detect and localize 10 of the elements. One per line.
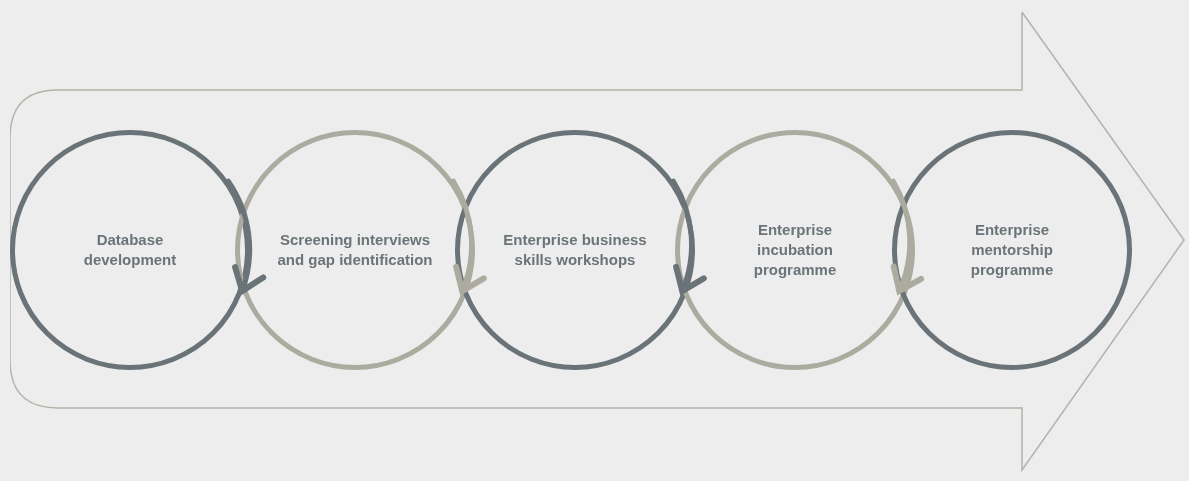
curved-arrow [889, 178, 924, 295]
curved-arrow [225, 178, 266, 295]
step-label: Screening interviews and gap identification [276, 230, 434, 270]
curved-arrow [450, 178, 486, 295]
step-label: Database development [82, 230, 178, 270]
arrow-band [10, 12, 1186, 472]
curved-arrow [670, 178, 706, 295]
step-label: Enterprise mentorship programme [969, 220, 1055, 280]
step-label: Enterprise incubation programme [752, 220, 838, 280]
step-label: Enterprise business skills workshops [502, 230, 648, 270]
